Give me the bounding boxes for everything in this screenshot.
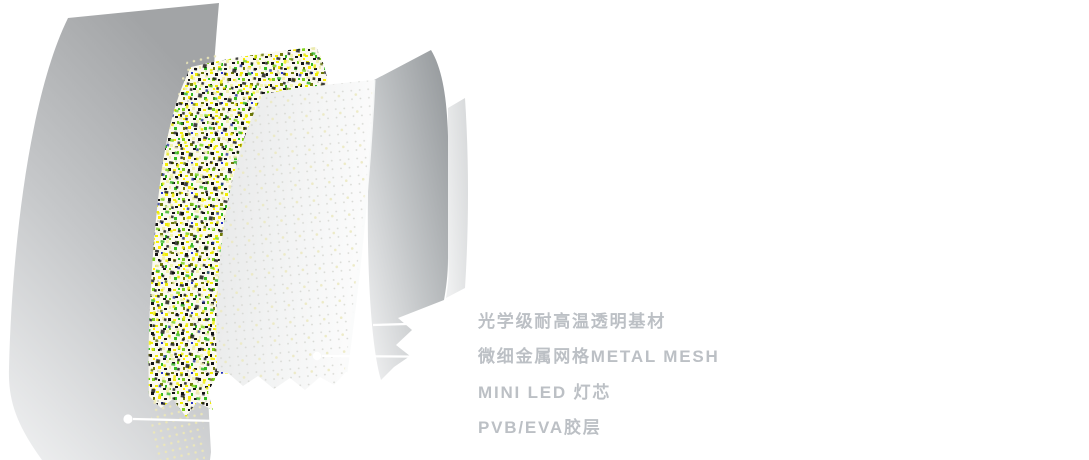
callout-dot-adhesive xyxy=(123,414,133,424)
mesh-edge-highlight xyxy=(344,79,376,373)
metal-mesh-sheet xyxy=(216,79,376,390)
callout-lines xyxy=(132,320,478,429)
callout-label-adhesive: PVB/EVA胶层 xyxy=(478,418,602,437)
substrate-sheet xyxy=(367,50,448,380)
callout-line-mini-led xyxy=(262,389,478,394)
callout-label-substrate: 光学级耐高温透明基材 xyxy=(478,312,666,331)
callout-line-metal-mesh xyxy=(321,354,478,359)
callout-label-mini-led: MINI LED 灯芯 xyxy=(478,383,612,402)
callout-dot-metal-mesh xyxy=(312,351,322,361)
callout-line-adhesive xyxy=(132,417,478,429)
callout-dots xyxy=(123,320,372,424)
callout-line-substrate xyxy=(372,320,478,327)
callout-dot-mini-led xyxy=(253,386,263,396)
callout-dot-substrate xyxy=(362,320,372,330)
callout-label-metal-mesh: 微细金属网格METAL MESH xyxy=(478,347,720,366)
back-sheet xyxy=(446,98,468,298)
